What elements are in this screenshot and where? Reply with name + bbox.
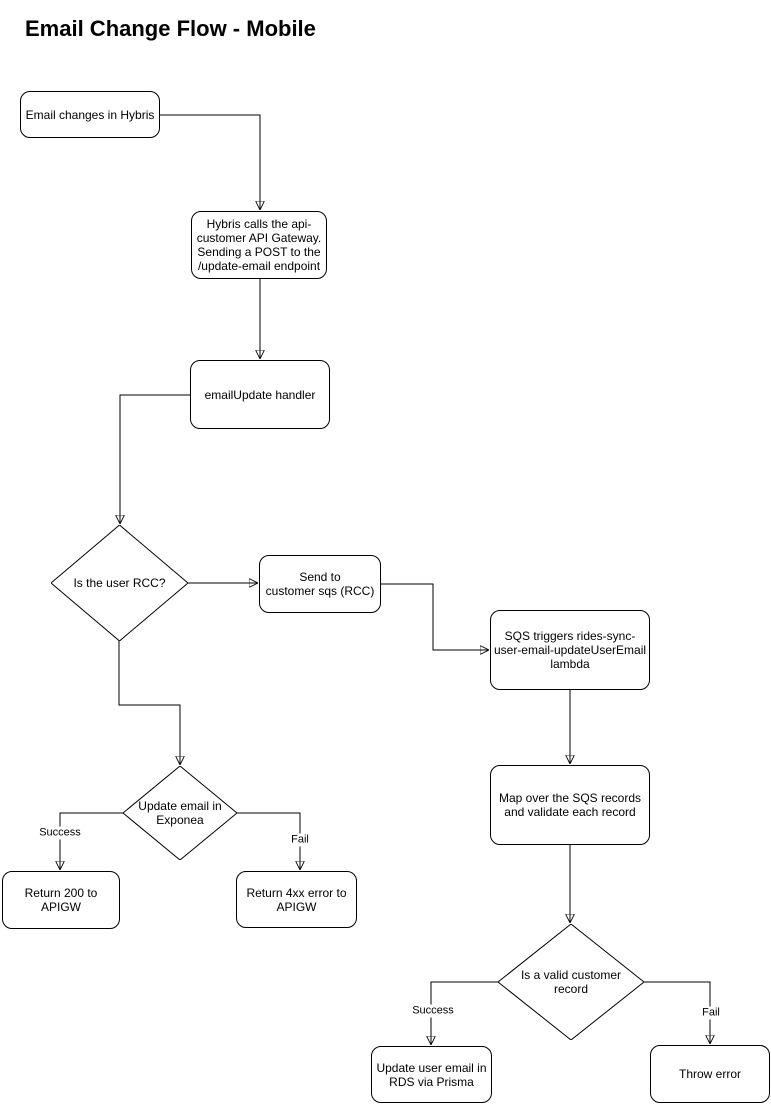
node-label: Return 200 to APIGW [24,886,98,914]
node-return-4xx-apigw: Return 4xx error to APIGW [236,871,357,928]
node-label: SQS triggers rides-sync- user-email-upda… [493,629,647,671]
node-update-rds-prisma: Update user email in RDS via Prisma [371,1046,492,1103]
node-label: Is the user RCC? [73,576,166,590]
node-valid-customer-record-decision: Is a valid customer record [498,924,644,1040]
node-is-user-rcc-decision: Is the user RCC? [51,525,188,641]
edge-valid-record-fail-to-throw-error [644,981,710,1043]
node-label: Throw error [678,1067,741,1081]
node-sqs-triggers-lambda: SQS triggers rides-sync- user-email-upda… [490,610,650,690]
edge-valid-record-success-to-update-rds [431,981,498,1044]
edge-handler-to-is-user-rcc [120,394,190,523]
node-label: Map over the SQS records and validate ea… [498,791,642,819]
node-email-changes-in-hybris: Email changes in Hybris [20,91,160,138]
edge-label-exponea-fail: Fail [289,833,311,847]
edge-label-valid-success: Success [410,1004,456,1018]
edge-email-changes-to-hybris-calls [160,114,260,209]
node-label: Return 4xx error to APIGW [246,885,347,914]
node-email-update-handler: emailUpdate handler [190,360,330,429]
node-map-sqs-records: Map over the SQS records and validate ea… [490,765,650,845]
node-label: Email changes in Hybris [25,107,155,122]
diamond-shape [51,525,188,641]
diamond-shape [498,924,644,1040]
node-label: Hybris calls the api- customer API Gatew… [196,217,322,273]
node-label: Update user email in RDS via Prisma [376,1060,487,1089]
node-label: emailUpdate handler [204,387,316,402]
edge-exponea-fail-to-return-4xx [237,812,300,869]
node-update-email-exponea-decision: Update email in Exponea [123,766,237,860]
diamond-shape [123,766,237,860]
node-return-200-apigw: Return 200 to APIGW [2,871,120,929]
node-hybris-calls-api-gateway: Hybris calls the api- customer API Gatew… [191,211,327,279]
edge-label-valid-fail: Fail [700,1006,722,1020]
node-label: Send to customer sqs (RCC) [265,570,375,598]
edge-label-exponea-success: Success [37,826,83,840]
edge-send-sqs-to-sqs-lambda [381,583,488,650]
node-label: Is a valid customer record [520,968,622,996]
edge-is-user-rcc-to-update-exponea [118,641,180,764]
node-send-to-customer-sqs: Send to customer sqs (RCC) [259,555,381,613]
node-label: Update email in Exponea [138,799,222,827]
node-throw-error: Throw error [650,1045,770,1103]
diagram-title: Email Change Flow - Mobile [25,16,316,41]
edge-exponea-success-to-return-200 [60,812,123,869]
